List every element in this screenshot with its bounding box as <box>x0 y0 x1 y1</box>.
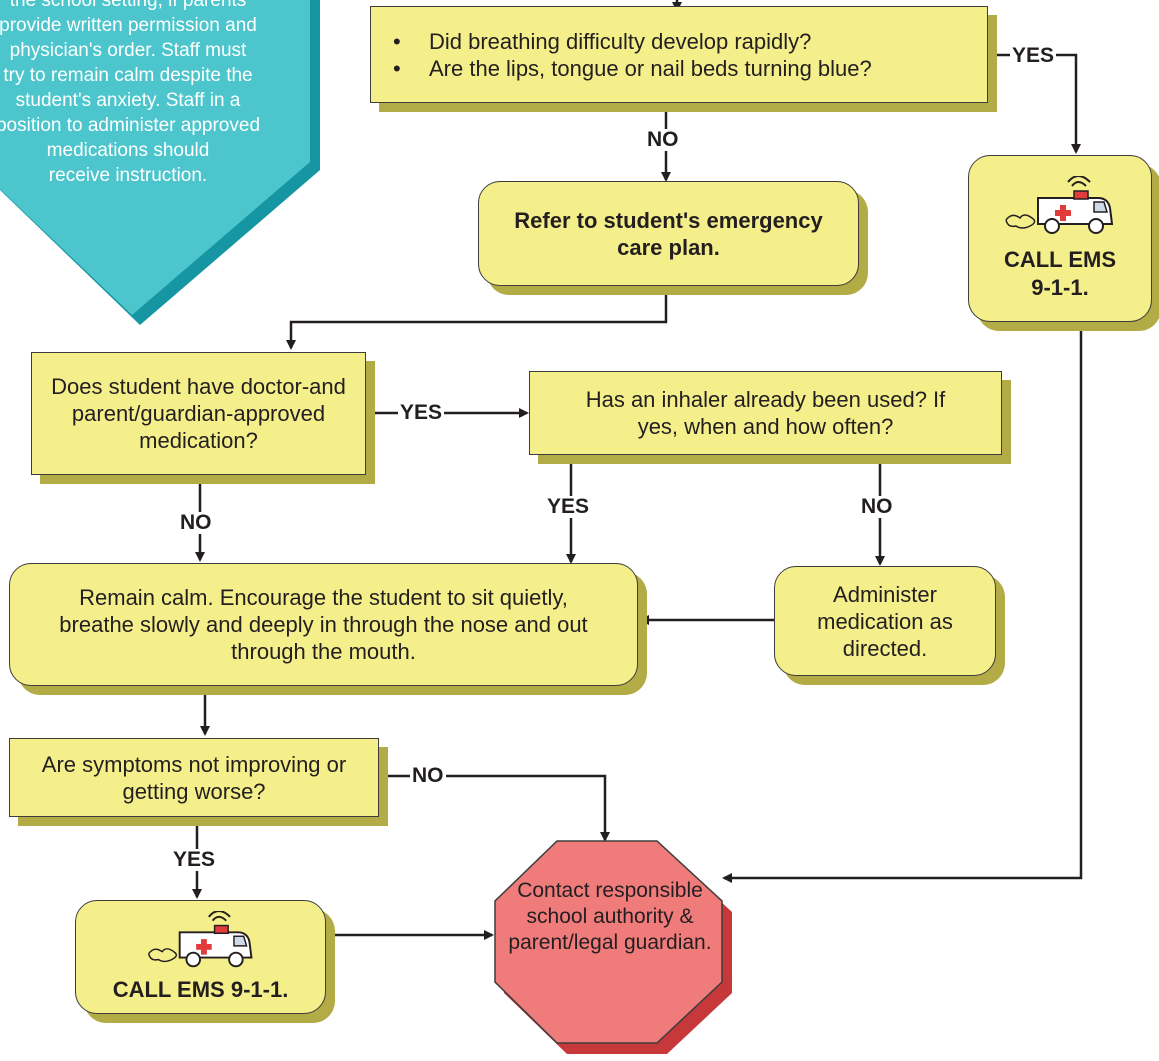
administer-text: Administer medication as directed. <box>817 581 953 661</box>
contact-authority-text: Contact responsible school authority & p… <box>508 879 712 954</box>
arrow-yes-to-ems-top <box>990 53 1081 154</box>
breathing-question-item: •Are the lips, tongue or nail beds turni… <box>393 55 872 81</box>
info-line: the school setting, if parents <box>9 0 247 11</box>
info-line: student's anxiety. Staff in a <box>15 90 241 111</box>
info-line: physician's order. Staff must <box>9 40 247 61</box>
info-line: medications should <box>46 140 210 161</box>
arrow-ems-top-to-contact <box>722 322 1083 883</box>
ambulance-icon <box>147 911 253 968</box>
remain-calm-text: Remain calm. Encourage the student to si… <box>59 585 588 664</box>
call-ems-bottom-text: CALL EMS 9-1-1. <box>112 977 289 1002</box>
label-no-breathing: NO <box>645 128 681 151</box>
refer-plan-box: Refer to student's emergency care plan. <box>478 181 859 286</box>
inhaler-question-text: Has an inhaler already been used? If yes… <box>585 387 946 439</box>
label-no-symptoms: NO <box>410 764 446 787</box>
breathing-question-box: •Did breathing difficulty develop rapidl… <box>370 6 988 103</box>
inhaler-question-box: Has an inhaler already been used? If yes… <box>529 371 1002 455</box>
call-ems-top-text: CALL EMS 9-1-1. <box>1003 246 1117 300</box>
label-yes-top: YES <box>1010 44 1057 67</box>
info-panel-text: the school setting, if parents provide w… <box>0 0 296 188</box>
administer-box: Administer medication as directed. <box>774 566 996 676</box>
refer-plan-text: Refer to student's emergency care plan. <box>514 207 823 260</box>
ambulance-icon <box>1005 175 1114 234</box>
symptoms-question-box: Are symptoms not improving or getting wo… <box>9 738 379 817</box>
label-no-inhaler: NO <box>859 495 895 518</box>
arrow-no-to-contact <box>380 774 610 842</box>
call-ems-bottom-box: CALL EMS 9-1-1. <box>75 900 326 1014</box>
info-line: provide written permission and <box>0 15 257 36</box>
label-yes-symptoms: YES <box>171 848 218 871</box>
breathing-question-item: •Did breathing difficulty develop rapidl… <box>393 28 812 54</box>
info-line: receive instruction. <box>48 165 208 186</box>
info-line: try to remain calm despite the <box>3 65 253 86</box>
arrow-refer-to-medication <box>286 289 668 350</box>
medication-question-box: Does student have doctor-and parent/guar… <box>31 352 366 475</box>
label-no-medication: NO <box>178 511 214 534</box>
info-line: position to administer approved <box>0 115 261 136</box>
remain-calm-box: Remain calm. Encourage the student to si… <box>9 563 638 686</box>
medication-question-text: Does student have doctor-and parent/guar… <box>51 374 346 453</box>
symptoms-question-text: Are symptoms not improving or getting wo… <box>41 751 347 804</box>
label-yes-medication: YES <box>398 401 445 424</box>
label-yes-inhaler: YES <box>545 495 592 518</box>
info-panel <box>0 0 320 325</box>
call-ems-top-box: CALL EMS 9-1-1. <box>968 155 1152 322</box>
contact-stop-sign <box>494 840 732 1054</box>
